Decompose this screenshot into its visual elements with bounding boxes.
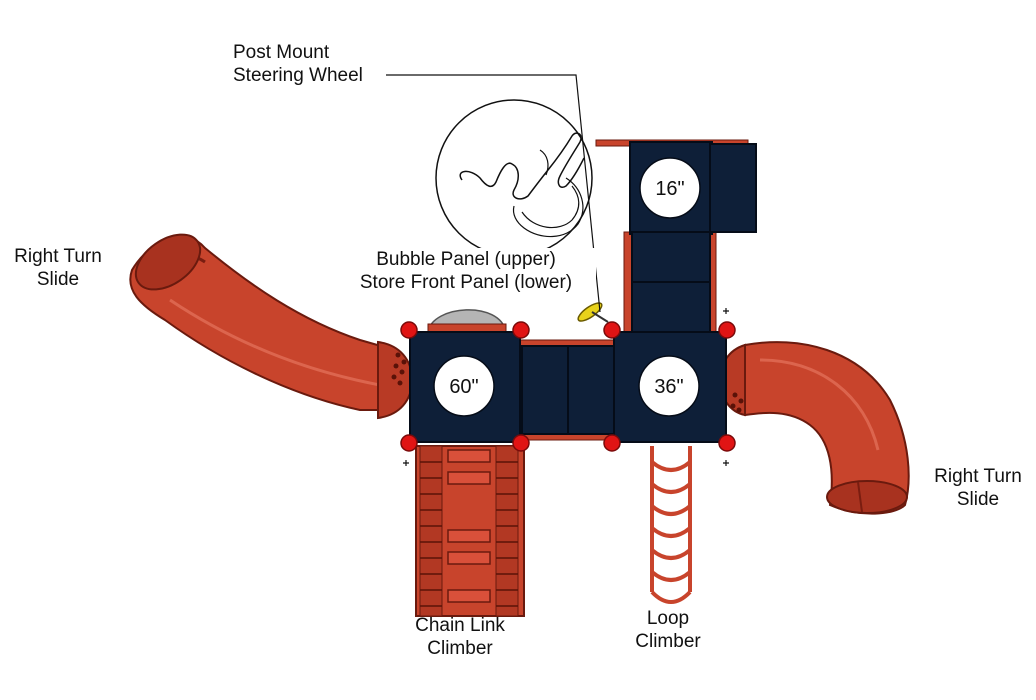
post	[512, 321, 530, 339]
post-mount-leader-line	[386, 74, 601, 313]
post	[512, 434, 530, 452]
deck-36-label: 36"	[654, 376, 683, 398]
bubble-panel-label-line1: Bubble Panel (upper)	[376, 249, 556, 270]
right-turn-slide-left-label-line1: Right Turn	[14, 246, 102, 267]
chain-link-climber-label: Chain Link Climber	[396, 614, 524, 660]
post	[400, 321, 418, 339]
bubble-store-panel-label: Bubble Panel (upper) Store Front Panel (…	[336, 248, 596, 294]
deck-36-badge	[638, 355, 700, 417]
right-turn-slide-right-label-line1: Right Turn	[934, 466, 1022, 487]
post	[603, 321, 621, 339]
post-mount-steering-wheel-label: Post Mount Steering Wheel	[233, 41, 363, 87]
chain-link-climber	[415, 445, 525, 617]
steering-wheel-icon	[577, 302, 609, 323]
store-front-panel-label-line2: Store Front Panel (lower)	[359, 272, 573, 293]
post-mount-label-line1: Post Mount	[233, 42, 330, 63]
steering-wheel-detail	[435, 99, 593, 257]
right-turn-slide-right-label: Right Turn Slide	[924, 465, 1032, 511]
loop-climber-label-line2: Climber	[635, 631, 701, 652]
connecting-bridge	[519, 339, 617, 441]
deck-posts	[400, 321, 736, 452]
chain-link-climber-label-line2: Climber	[427, 638, 493, 659]
post	[400, 434, 418, 452]
loop-climber-label-line1: Loop	[646, 608, 690, 629]
post-mount-label-line2: Steering Wheel	[233, 65, 363, 86]
deck-60-label: 60"	[449, 376, 478, 398]
post	[718, 434, 736, 452]
deck-60-badge	[433, 355, 495, 417]
loop-climber-label: Loop Climber	[620, 607, 716, 653]
loop-climber	[650, 446, 692, 604]
left-right-turn-slide	[129, 233, 414, 420]
anchor-markers	[403, 308, 729, 466]
right-turn-slide-left-label: Right Turn Slide	[4, 245, 112, 291]
deck-16-badge	[639, 157, 701, 219]
chain-link-climber-label-line1: Chain Link	[415, 615, 505, 636]
deck-16-label: 16"	[655, 178, 684, 200]
post	[603, 434, 621, 452]
right-right-turn-slide	[718, 341, 910, 515]
right-turn-slide-right-label-line2: Slide	[956, 489, 1000, 510]
post	[718, 321, 736, 339]
right-turn-slide-left-label-line2: Slide	[36, 269, 80, 290]
